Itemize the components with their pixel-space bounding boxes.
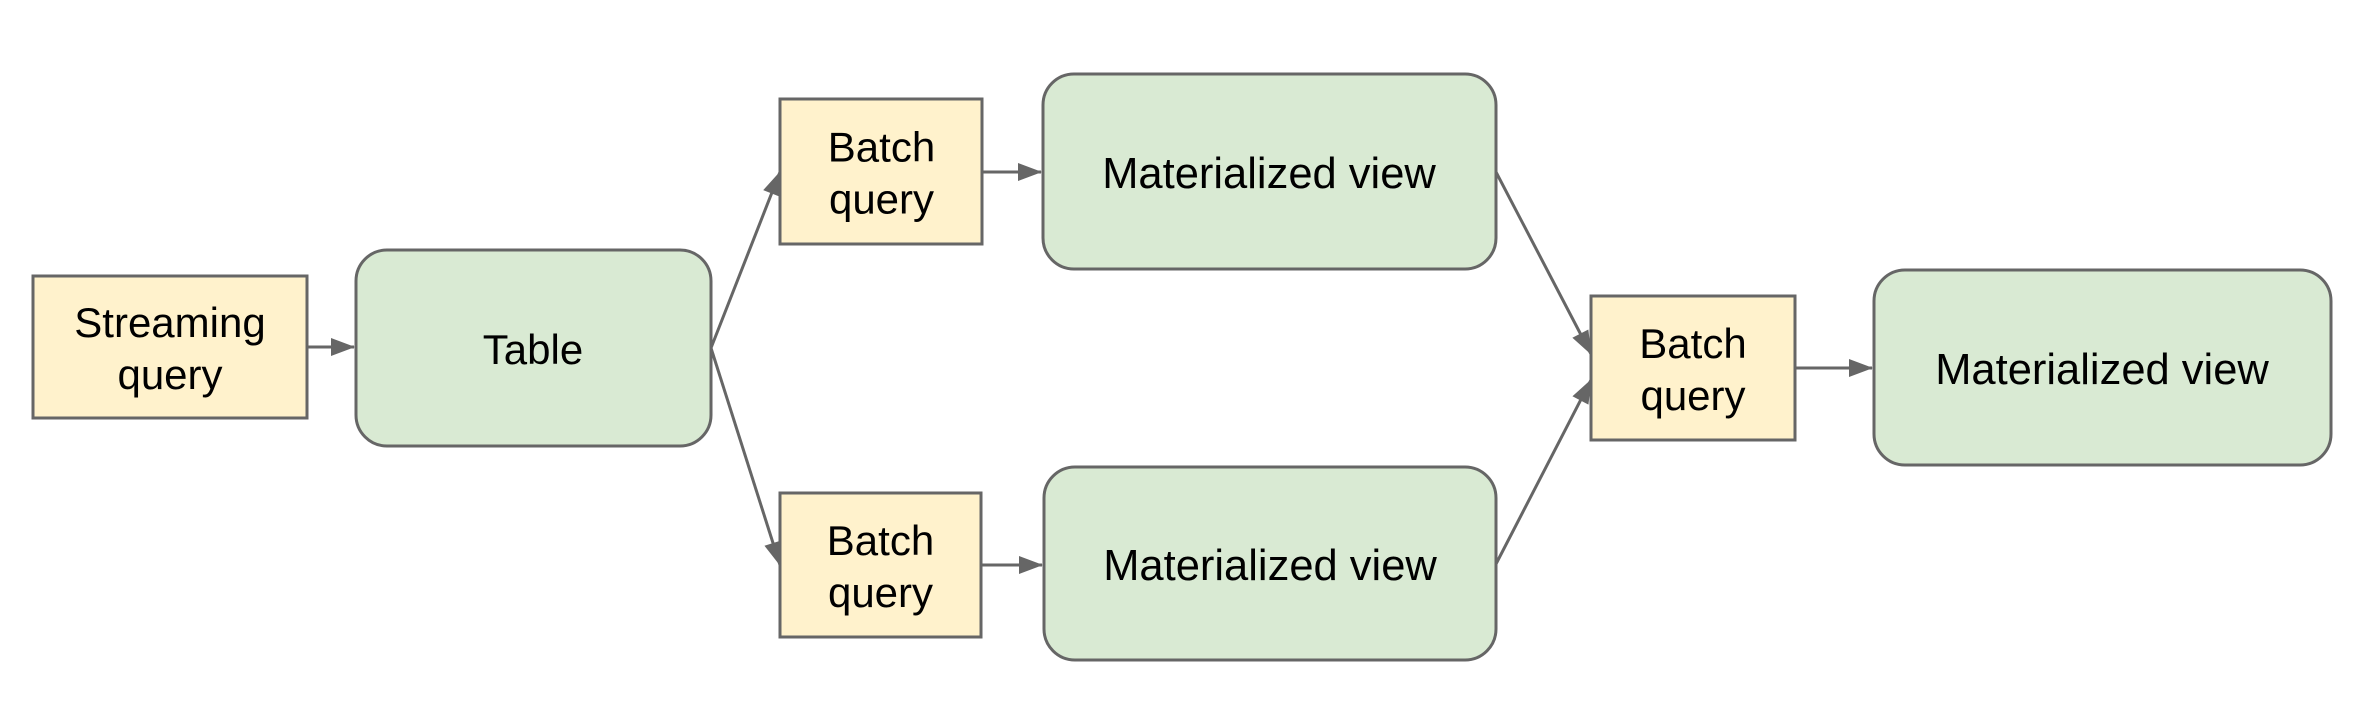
svg-text:Materialized view: Materialized view	[1102, 150, 1436, 198]
svg-text:query: query	[829, 176, 934, 223]
svg-text:Batch: Batch	[827, 517, 934, 564]
svg-text:Batch: Batch	[1639, 320, 1746, 367]
svg-text:Materialized view: Materialized view	[1103, 542, 1437, 590]
svg-text:query: query	[117, 351, 222, 398]
svg-text:Materialized view: Materialized view	[1935, 346, 2269, 394]
svg-text:Streaming: Streaming	[74, 299, 265, 346]
svg-text:query: query	[828, 569, 933, 616]
svg-text:query: query	[1640, 372, 1745, 419]
svg-text:Table: Table	[483, 326, 583, 373]
svg-text:Batch: Batch	[828, 124, 935, 171]
